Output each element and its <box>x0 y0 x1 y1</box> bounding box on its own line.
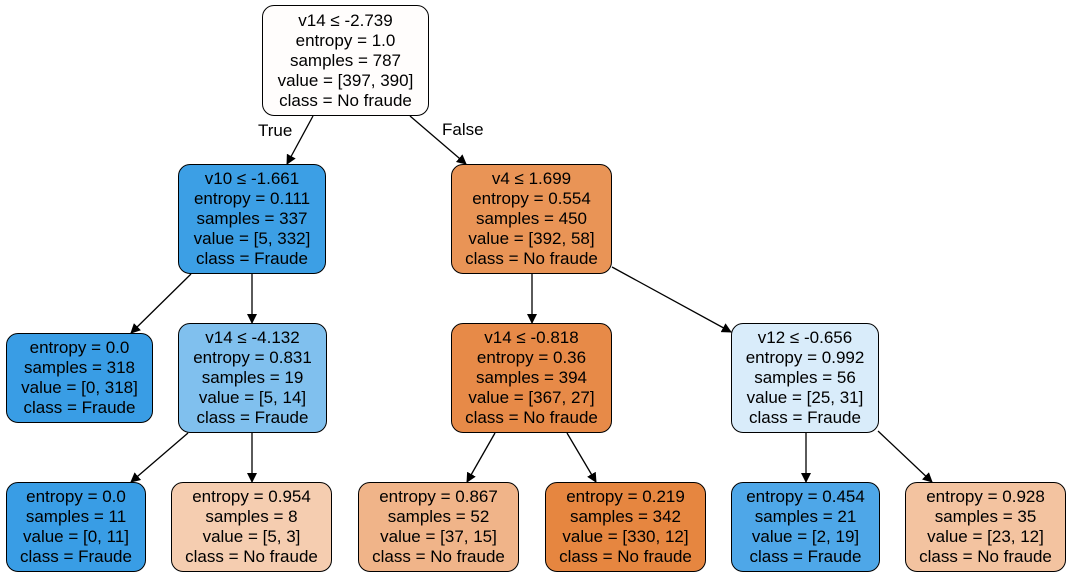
node-entropy: entropy = 0.928 <box>926 487 1045 506</box>
node-value: value = [5, 14] <box>198 388 307 407</box>
node-value: value = [5, 3] <box>202 527 301 546</box>
edge-label-false: False <box>442 120 484 139</box>
node-split: v14 ≤ -4.132 <box>205 328 300 347</box>
node-entropy: entropy = 0.219 <box>566 487 685 506</box>
node-value: value = [37, 15] <box>380 527 497 546</box>
tree-edge-arrow <box>286 115 314 165</box>
node-value: value = [397, 390] <box>277 70 414 90</box>
node-samples: samples = 8 <box>205 507 298 526</box>
node-samples: samples = 342 <box>569 507 682 526</box>
tree-edge-arrow <box>130 273 192 334</box>
tree-node-v14-split: v14 ≤ -0.818 entropy = 0.36 samples = 39… <box>451 323 612 433</box>
node-class: class = Fraude <box>196 249 308 268</box>
node-samples: samples = 35 <box>934 507 1037 526</box>
node-entropy: entropy = 0.992 <box>745 348 865 367</box>
node-class: class = No fraude <box>279 90 412 110</box>
tree-leaf-node: entropy = 0.0 samples = 11 value = [0, 1… <box>6 482 146 572</box>
tree-edge-arrow <box>877 430 933 483</box>
node-split: v4 ≤ 1.699 <box>491 169 572 188</box>
node-value: value = [25, 31] <box>746 388 864 407</box>
node-value: value = [0, 11] <box>22 527 129 546</box>
tree-edge-arrow <box>409 115 467 165</box>
node-samples: samples = 337 <box>196 209 308 228</box>
tree-node-root: v14 ≤ -2.739 entropy = 1.0 samples = 787… <box>262 5 429 116</box>
node-split: v14 ≤ -0.818 <box>484 328 579 347</box>
edge-label-true: True <box>258 121 293 140</box>
node-value: value = [330, 12] <box>562 527 689 546</box>
tree-edge-arrow <box>130 432 189 483</box>
node-split: v10 ≤ -1.661 <box>204 169 300 188</box>
tree-node-v4-split: v4 ≤ 1.699 entropy = 0.554 samples = 450… <box>451 164 612 274</box>
node-value: value = [2, 19] <box>751 527 860 546</box>
node-class: class = Fraude <box>749 547 862 566</box>
tree-node-v10-split: v10 ≤ -1.661 entropy = 0.111 samples = 3… <box>178 164 326 274</box>
node-entropy: entropy = 0.0 <box>26 487 126 506</box>
tree-edge-arrow <box>466 432 496 483</box>
tree-leaf-node: entropy = 0.0 samples = 318 value = [0, … <box>6 333 153 423</box>
node-entropy: entropy = 0.554 <box>472 189 591 208</box>
node-samples: samples = 450 <box>475 209 588 228</box>
node-class: class = Fraude <box>196 408 309 427</box>
node-value: value = [23, 12] <box>927 527 1044 546</box>
node-class: class = No fraude <box>559 547 692 566</box>
node-value: value = [0, 318] <box>21 378 138 397</box>
node-split: v14 ≤ -2.739 <box>298 10 393 30</box>
tree-leaf-node: entropy = 0.219 samples = 342 value = [3… <box>545 482 706 572</box>
node-entropy: entropy = 0.867 <box>379 487 498 506</box>
tree-node-v12-split: v12 ≤ -0.656 entropy = 0.992 samples = 5… <box>731 323 879 433</box>
node-samples: samples = 787 <box>289 50 402 70</box>
node-split: v12 ≤ -0.656 <box>757 328 853 347</box>
node-entropy: entropy = 0.36 <box>476 348 587 367</box>
tree-leaf-node: entropy = 0.928 samples = 35 value = [23… <box>905 482 1066 572</box>
node-samples: samples = 21 <box>754 507 857 526</box>
tree-node-v14-split: v14 ≤ -4.132 entropy = 0.831 samples = 1… <box>178 323 327 433</box>
node-samples: samples = 11 <box>25 507 127 526</box>
node-entropy: entropy = 1.0 <box>295 30 396 50</box>
node-entropy: entropy = 0.954 <box>192 487 311 506</box>
node-samples: samples = 52 <box>387 507 490 526</box>
tree-leaf-node: entropy = 0.867 samples = 52 value = [37… <box>358 482 519 572</box>
node-class: class = No fraude <box>372 547 505 566</box>
node-value: value = [5, 332] <box>193 229 311 248</box>
node-value: value = [367, 27] <box>468 388 595 407</box>
tree-edge-arrow <box>611 266 732 333</box>
node-entropy: entropy = 0.0 <box>29 338 130 357</box>
node-class: class = No fraude <box>919 547 1052 566</box>
node-entropy: entropy = 0.831 <box>193 348 312 367</box>
tree-edge-arrow <box>566 432 597 483</box>
node-samples: samples = 394 <box>475 368 588 387</box>
node-samples: samples = 318 <box>23 358 136 377</box>
node-class: class = Fraude <box>20 547 132 566</box>
node-value: value = [392, 58] <box>468 229 595 248</box>
node-class: class = Fraude <box>23 398 136 417</box>
node-class: class = No fraude <box>185 547 318 566</box>
node-entropy: entropy = 0.111 <box>193 189 311 208</box>
tree-leaf-node: entropy = 0.454 samples = 21 value = [2,… <box>731 482 880 572</box>
node-class: class = No fraude <box>465 408 598 427</box>
node-samples: samples = 19 <box>201 368 304 387</box>
node-entropy: entropy = 0.454 <box>746 487 865 506</box>
node-class: class = Fraude <box>749 408 861 427</box>
node-samples: samples = 56 <box>754 368 856 387</box>
tree-leaf-node: entropy = 0.954 samples = 8 value = [5, … <box>171 482 332 572</box>
node-class: class = No fraude <box>465 249 598 268</box>
